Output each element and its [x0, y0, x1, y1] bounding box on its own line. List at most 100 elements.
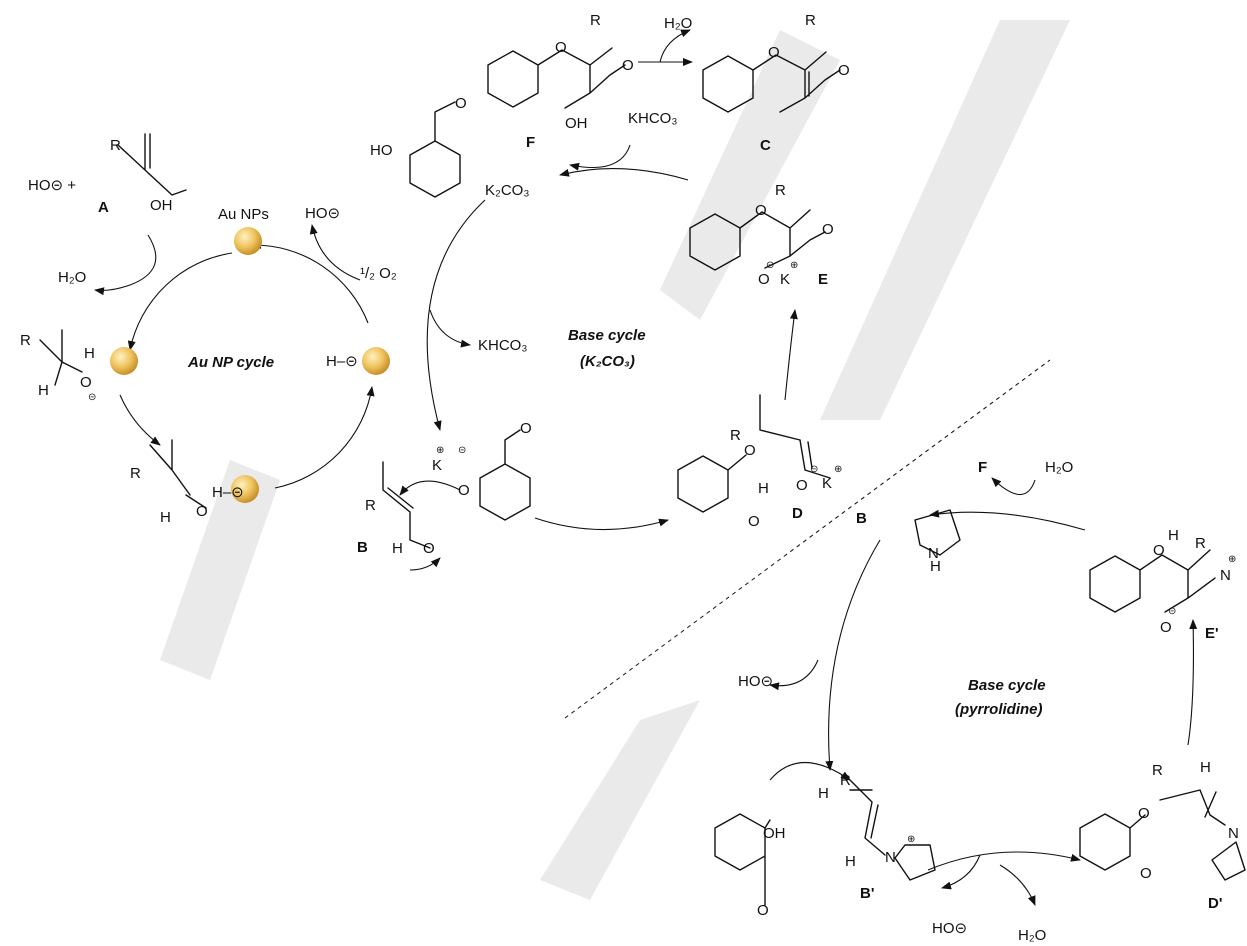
- scheme-text: H: [392, 540, 403, 557]
- scheme-text: ¹/₂ O₂: [360, 265, 397, 282]
- scheme-text: B': [860, 885, 874, 902]
- salicylaldehyde: O HO: [370, 95, 467, 198]
- scheme-text: O: [757, 902, 769, 919]
- scheme-text: O: [755, 202, 767, 219]
- scheme-text: A: [98, 199, 109, 216]
- scheme-text: B: [856, 510, 867, 527]
- scheme-text: O: [80, 374, 92, 391]
- compound-C: O R O C: [702, 12, 850, 154]
- scheme-text: H: [758, 480, 769, 497]
- scheme-text: E': [1205, 625, 1219, 642]
- scheme-text: ⊝: [810, 464, 818, 475]
- scheme-text: D': [1208, 895, 1222, 912]
- scheme-text: H–⊝: [212, 484, 244, 501]
- scheme-text: O: [1160, 619, 1172, 636]
- scheme-text: F: [526, 134, 535, 151]
- scheme-text: H: [845, 853, 856, 870]
- scheme-text: HO: [370, 142, 393, 159]
- scheme-text: O: [796, 477, 808, 494]
- au-np-cycle: HO⊝ ¹/₂ O₂ H₂O Au NPs H–⊝ R H H O ⊝ R H …: [20, 205, 397, 526]
- arrow-water-loss: [659, 29, 691, 63]
- scheme-text: O: [758, 271, 770, 288]
- scheme-text: O: [455, 95, 467, 112]
- au-alkoxide-particle: [110, 347, 138, 375]
- scheme-text: (K₂CO₃): [580, 353, 635, 370]
- scheme-text: O: [822, 221, 834, 238]
- scheme-text: ⊕: [1228, 554, 1236, 565]
- divider-line: [564, 359, 1051, 719]
- compound-D: R O H O ⊝ K ⊕ O D: [677, 394, 842, 530]
- pyrrolidine: N H: [914, 509, 961, 575]
- scheme-text: Au NP cycle: [187, 354, 274, 371]
- scheme-text: H₂O: [1018, 927, 1046, 944]
- au-hydride-particle: [362, 347, 390, 375]
- compound-B-prime: R H H N ⊕ B': [818, 772, 936, 902]
- scheme-text: OH: [565, 115, 588, 132]
- scheme-text: H: [160, 509, 171, 526]
- scheme-text: O: [838, 62, 850, 79]
- scheme-text: H: [1200, 759, 1211, 776]
- base-cycle-k2co3: KHCO₃ K₂CO₃ KHCO₃ Base cycle (K₂CO₃): [426, 110, 798, 531]
- scheme-text: ⊝: [766, 260, 774, 271]
- scheme-text: (pyrrolidine): [955, 701, 1043, 718]
- scheme-text: H: [38, 382, 49, 399]
- scheme-text: O: [196, 503, 208, 520]
- scheme-text: O: [458, 482, 470, 499]
- scheme-text: R: [130, 465, 141, 482]
- scheme-text: H: [930, 558, 941, 575]
- scheme-text: ⊕: [436, 445, 444, 456]
- watermark: [160, 20, 1070, 900]
- scheme-text: R: [775, 182, 786, 199]
- compound-E: O R O O ⊝ K ⊕ E: [689, 182, 834, 288]
- scheme-text: R: [805, 12, 816, 29]
- scheme-text: HO⊝: [305, 205, 340, 222]
- compound-F: O R O OH F: [487, 12, 634, 151]
- hydroxide-plus: HO⊝ +: [28, 177, 76, 194]
- scheme-text: R: [730, 427, 741, 444]
- scheme-text: R: [1152, 762, 1163, 779]
- scheme-text: H₂O: [58, 269, 86, 286]
- scheme-text: ⊕: [834, 464, 842, 475]
- base-cycle-pyrrolidine: B HO⊝ H₂O F HO⊝ H₂O Base cycle (pyrrolid…: [738, 459, 1198, 944]
- scheme-text: N: [1220, 567, 1231, 584]
- compound-E-prime: O H R N ⊕ O ⊝ E': [1089, 527, 1236, 642]
- scheme-text: OH: [150, 197, 173, 214]
- potassium-salicylaldehyde: O O K ⊕ ⊝: [399, 420, 532, 521]
- scheme-text: H: [84, 345, 95, 362]
- scheme-text: R: [20, 332, 31, 349]
- scheme-text: Base cycle: [568, 327, 646, 344]
- scheme-text: KHCO₃: [628, 110, 677, 127]
- scheme-text: D: [792, 505, 803, 522]
- compound-A: HO⊝ + R OH A: [28, 133, 187, 216]
- scheme-text: O: [520, 420, 532, 437]
- au-nanoparticle: [234, 227, 262, 255]
- scheme-text: N: [885, 849, 896, 866]
- scheme-text: R: [1195, 535, 1206, 552]
- salicylaldehyde-bottom: OH O: [714, 761, 851, 919]
- scheme-text: B: [357, 539, 368, 556]
- scheme-text: H₂O: [1045, 459, 1073, 476]
- scheme-text: OH: [763, 825, 786, 842]
- scheme-text: ⊝: [458, 445, 466, 456]
- scheme-text: O: [748, 513, 760, 530]
- scheme-text: R: [365, 497, 376, 514]
- scheme-text: KHCO₃: [478, 337, 527, 354]
- scheme-text: E: [818, 271, 828, 288]
- scheme-text: O: [1153, 542, 1165, 559]
- scheme-text: C: [760, 137, 771, 154]
- scheme-text: H: [818, 785, 829, 802]
- scheme-text: ⊝: [1168, 606, 1176, 617]
- scheme-text: F: [978, 459, 987, 476]
- scheme-text: H–⊝: [326, 353, 358, 370]
- scheme-text: O: [555, 39, 567, 56]
- scheme-text: R: [110, 137, 121, 154]
- scheme-text: Au NPs: [218, 206, 269, 223]
- scheme-text: H₂O: [664, 15, 692, 32]
- scheme-text: H: [1168, 527, 1179, 544]
- scheme-text: O: [622, 57, 634, 74]
- scheme-text: K: [780, 271, 790, 288]
- scheme-text: O: [423, 540, 435, 557]
- scheme-text: O: [744, 442, 756, 459]
- compound-B: R H O B: [357, 461, 441, 571]
